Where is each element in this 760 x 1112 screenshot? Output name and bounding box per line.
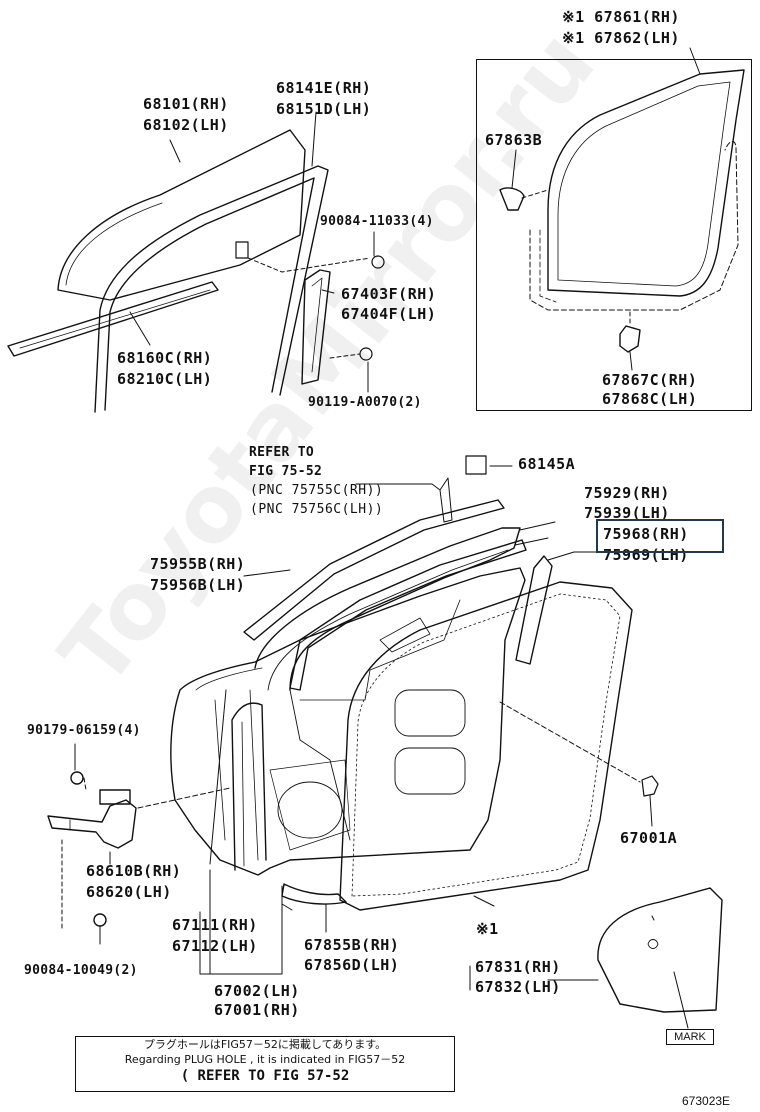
label-fig-75-52: FIG 75-52 bbox=[249, 464, 323, 479]
door-frame-sash-drawing bbox=[254, 527, 521, 851]
label-pnc-rh: (PNC 75755C(RH)) bbox=[250, 483, 384, 498]
label-75929: 75929(RH) bbox=[584, 484, 670, 502]
label-67001a: 67001A bbox=[620, 829, 678, 847]
label-68620: 68620(LH) bbox=[86, 883, 172, 901]
note-line-en: Regarding PLUG HOLE , it is indicated in… bbox=[124, 1053, 406, 1066]
label-68141e: 68141E(RH) bbox=[276, 79, 372, 97]
door-weatherstrip-drawing bbox=[231, 702, 267, 871]
label-refer-to: REFER TO bbox=[249, 445, 315, 460]
label-68610b: 68610B(RH) bbox=[86, 862, 182, 880]
highlight-box-75968 bbox=[596, 519, 724, 553]
label-67861: ※1 67861(RH) bbox=[562, 8, 680, 26]
note-refer-link[interactable]: ( REFER TO FIG 57-52 bbox=[180, 1068, 350, 1084]
glass-run-channel-drawing bbox=[94, 111, 329, 413]
label-68102: 68102(LH) bbox=[143, 116, 229, 134]
plug-hole-note: プラグホールはFIG57－52に掲載してあります。 Regarding PLUG… bbox=[75, 1036, 455, 1092]
service-hole-cover-drawing bbox=[597, 887, 723, 1029]
figure-id: 673023E bbox=[682, 1094, 731, 1108]
label-75968: 75968(RH) bbox=[603, 525, 689, 544]
label-68145a: 68145A bbox=[518, 455, 576, 473]
label-68101: 68101(RH) bbox=[143, 95, 229, 113]
door-glass-drawing bbox=[57, 129, 306, 301]
label-67403f: 67403F(RH) bbox=[341, 285, 437, 303]
belt-moulding-drawing bbox=[7, 281, 219, 357]
label-67832: 67832(LH) bbox=[475, 978, 561, 996]
leader-lines bbox=[199, 483, 599, 991]
label-75956b: 75956B(LH) bbox=[150, 576, 246, 594]
label-67863b: 67863B bbox=[485, 131, 543, 149]
label-90119: 90119-A0070(2) bbox=[308, 395, 422, 410]
label-star1: ※1 bbox=[476, 920, 499, 938]
label-90084-10049: 90084-10049(2) bbox=[24, 963, 138, 978]
label-75939: 75939(LH) bbox=[584, 504, 670, 522]
lower-seal-drawing bbox=[281, 883, 347, 911]
label-75955b: 75955B(RH) bbox=[150, 555, 246, 573]
label-67862: ※1 67862(LH) bbox=[562, 29, 680, 47]
door-check-drawing bbox=[47, 743, 231, 945]
frame-moulding-drawing bbox=[243, 477, 599, 691]
label-68210c: 68210C(LH) bbox=[117, 370, 213, 388]
door-weatherstrip-inset-drawing bbox=[499, 47, 745, 371]
label-67001: 67001(RH) bbox=[214, 1001, 300, 1019]
label-67112: 67112(LH) bbox=[172, 937, 258, 955]
label-67831: 67831(RH) bbox=[475, 958, 561, 976]
label-67111: 67111(RH) bbox=[172, 916, 258, 934]
plug-68145a bbox=[465, 455, 513, 475]
mark-label: MARK bbox=[666, 1029, 714, 1045]
note-line-jp: プラグホールはFIG57－52に掲載してあります。 bbox=[143, 1038, 387, 1051]
bolt-90119 bbox=[329, 347, 373, 393]
label-67404f: 67404F(LH) bbox=[341, 305, 437, 323]
bolt-90084-11033 bbox=[235, 231, 385, 273]
body-opening-weatherstrip-drawing bbox=[339, 581, 633, 911]
door-panel-drawing bbox=[170, 567, 526, 876]
label-68160c: 68160C(RH) bbox=[117, 349, 213, 367]
label-67856d: 67856D(LH) bbox=[304, 956, 400, 974]
label-90179: 90179-06159(4) bbox=[27, 723, 141, 738]
label-75969: 75969(LH) bbox=[603, 546, 689, 564]
label-67002: 67002(LH) bbox=[214, 982, 300, 1000]
clip-67001a bbox=[499, 701, 659, 827]
weatherstrip-inset-frame bbox=[476, 59, 752, 411]
label-67867c: 67867C(RH) bbox=[602, 371, 698, 389]
label-67868c: 67868C(LH) bbox=[602, 390, 698, 408]
label-90084-11033: 90084-11033(4) bbox=[320, 214, 434, 229]
label-68151d: 68151D(LH) bbox=[276, 100, 372, 118]
label-pnc-lh: (PNC 75756C(LH)) bbox=[250, 502, 384, 517]
label-67855b: 67855B(RH) bbox=[304, 936, 400, 954]
rear-lower-frame-drawing bbox=[301, 269, 335, 385]
